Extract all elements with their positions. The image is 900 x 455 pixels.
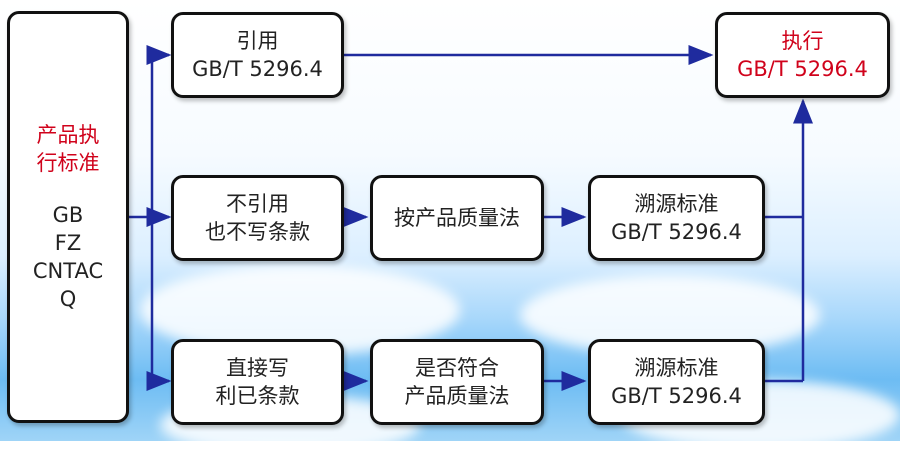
trace-mid-line-1: 溯源标准 (634, 192, 719, 216)
result-box: 执行 GB/T 5296.4 (715, 12, 890, 98)
standard-q: Q (59, 287, 77, 311)
top-branch-line-2: GB/T 5296.4 (192, 57, 323, 81)
trace-bottom-line-1: 溯源标准 (634, 356, 719, 380)
bottom-branch-line-1: 直接写 (226, 356, 289, 380)
source-title-line-2: 行标准 (36, 151, 100, 175)
top-branch-box: 引用 GB/T 5296.4 (171, 12, 344, 98)
trace-bottom-line-2: GB/T 5296.4 (611, 384, 742, 408)
source-title-line-1: 产品执 (36, 123, 100, 147)
compliance-check-line-1: 是否符合 (415, 356, 499, 380)
top-branch-line-1: 引用 (236, 29, 279, 53)
mid-branch-line-1: 不引用 (226, 192, 289, 216)
result-line-2: GB/T 5296.4 (737, 57, 868, 81)
trace-standard-mid-box: 溯源标准 GB/T 5296.4 (588, 175, 765, 261)
result-line-1: 执行 (781, 29, 824, 53)
standard-gb: GB (52, 203, 84, 227)
source-standards-box: 产品执 行标准 GB FZ CNTAC Q (7, 11, 129, 423)
standard-fz: FZ (54, 231, 82, 255)
quality-law-box: 按产品质量法 (370, 175, 544, 261)
trace-mid-line-2: GB/T 5296.4 (611, 220, 742, 244)
bottom-branch-line-2: 利已条款 (215, 384, 300, 408)
quality-law-line-1: 按产品质量法 (394, 206, 520, 230)
standard-cntac: CNTAC (32, 259, 104, 283)
mid-branch-line-2: 也不写条款 (205, 220, 310, 244)
connector-lines (126, 45, 813, 391)
compliance-check-box: 是否符合 产品质量法 (370, 339, 544, 425)
compliance-check-line-2: 产品质量法 (404, 384, 510, 408)
mid-branch-box: 不引用 也不写条款 (171, 175, 344, 261)
bottom-branch-box: 直接写 利已条款 (171, 339, 344, 425)
trace-standard-bottom-box: 溯源标准 GB/T 5296.4 (588, 339, 765, 425)
